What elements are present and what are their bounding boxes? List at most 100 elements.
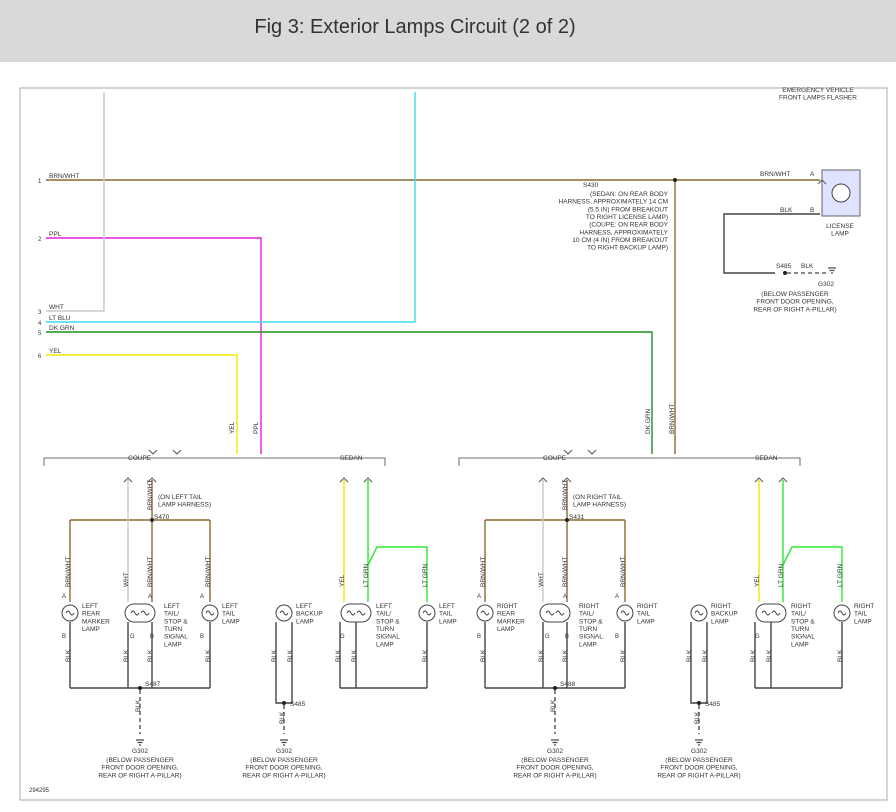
- lamp-filament-icon: [480, 610, 490, 616]
- lamp-filament-icon: [279, 610, 289, 616]
- connector-pin-label: 4: [38, 321, 42, 327]
- wire-lt-grn-tail: [782, 546, 843, 602]
- lamp-filament-icon: [837, 610, 847, 616]
- dual-lamp-filament-icon: [346, 610, 366, 616]
- sedan-label: SEDAN: [340, 455, 363, 462]
- blk-vlabel: BLK: [279, 711, 286, 724]
- wire-color-label: WHT: [49, 304, 64, 311]
- blk-vlabel: BLK: [135, 699, 142, 712]
- pin-label: B: [150, 634, 154, 640]
- figure-id: 294295: [29, 788, 50, 794]
- blk-top-label: BLK: [801, 263, 814, 270]
- pin-label: B: [200, 634, 204, 640]
- dual-lamp-filament-icon: [545, 610, 565, 616]
- pin-label: B: [62, 634, 66, 640]
- blk-vlabel: BLK: [480, 649, 487, 662]
- g302-top-label: G302: [818, 281, 834, 288]
- sedan-label: SEDAN: [755, 455, 778, 462]
- blk-vlabel: BLK: [271, 649, 278, 662]
- wire-lt-grn-tail: [367, 546, 428, 602]
- wht-vlabel: WHT: [123, 572, 130, 587]
- pin-label: A: [62, 594, 66, 600]
- harness-connector-icon: [148, 449, 158, 455]
- tail-stop-lamp-icon: [539, 603, 571, 623]
- wire-color-label: DK GRN: [49, 325, 75, 332]
- bracket-sedan: [262, 457, 386, 466]
- harness-connector-icon: [147, 477, 157, 483]
- blk-vlabel: BLK: [562, 649, 569, 662]
- pin-label: A: [615, 594, 619, 600]
- sedan-tail-stop-lamp-icon: [755, 603, 787, 623]
- ground-splice-label: S485: [290, 701, 306, 708]
- lamp-filament-icon: [620, 610, 630, 616]
- yel-vertical-label: YEL: [229, 421, 236, 434]
- pin-label: B: [477, 634, 481, 640]
- harness-connector-icon: [538, 477, 548, 483]
- blk-vlabel: BLK: [837, 649, 844, 662]
- blk-vlabel: BLK: [123, 649, 130, 662]
- wire-blk-license: [723, 213, 820, 274]
- lamp-filament-icon: [694, 610, 704, 616]
- lamp-filament-icon: [205, 610, 215, 616]
- blk-vlabel: BLK: [147, 649, 154, 662]
- blk-vlabel: BLK: [694, 711, 701, 724]
- harness-connector-icon: [754, 477, 764, 483]
- harness-connector-icon: [339, 477, 349, 483]
- license-blk-label: BLK: [780, 207, 793, 214]
- harness-connector-icon: [172, 449, 182, 455]
- lt-grn-vlabel: LT GRN: [837, 563, 844, 587]
- lt-grn-vlabel: LT GRN: [363, 563, 370, 587]
- ground-g302-top-icon: [828, 267, 836, 274]
- wire-color-label: PPL: [49, 231, 62, 238]
- splice-label: S431: [569, 514, 585, 521]
- s430-label: S430: [583, 182, 599, 189]
- component-layer: [61, 169, 861, 746]
- ppl-vertical-label: PPL: [253, 421, 260, 434]
- wire-color-label: BRN/WHT: [49, 173, 79, 180]
- brn-wht-vlabel: BRN/WHT: [620, 557, 627, 587]
- pin-label: A: [200, 594, 204, 600]
- blk-vlabel: BLK: [620, 649, 627, 662]
- splice-ground-dot: [138, 686, 142, 690]
- ground-name: G302: [547, 748, 563, 755]
- s485-top-label: S485: [776, 263, 792, 270]
- blk-vlabel: BLK: [766, 649, 773, 662]
- dk-grn-vertical-label: DK GRN: [645, 408, 652, 434]
- tail-lamp-icon: [201, 604, 219, 622]
- license-pin-a: A: [810, 171, 815, 178]
- harness-connector-icon: [562, 477, 572, 483]
- connector-pin-label: 1: [38, 179, 42, 185]
- blk-vlabel: BLK: [750, 649, 757, 662]
- splice-ground-dot: [697, 701, 701, 705]
- ground-icon: [280, 739, 288, 746]
- coupe-label: COUPE: [543, 455, 567, 462]
- brn-wht-vlabel: BRN/WHT: [480, 557, 487, 587]
- marker-lamp-icon: [476, 604, 494, 622]
- lamp-filament-icon: [422, 610, 432, 616]
- blk-vlabel: BLK: [65, 649, 72, 662]
- pin-label: A: [563, 594, 567, 600]
- sedan-tail-lamp-icon: [418, 604, 436, 622]
- splice-ground-dot: [282, 701, 286, 705]
- marker-lamp-icon: [61, 604, 79, 622]
- wire-color-label: YEL: [49, 348, 62, 355]
- diagram-frame: [19, 87, 888, 801]
- pin-label: G: [755, 634, 760, 640]
- pin-label: G: [545, 634, 550, 640]
